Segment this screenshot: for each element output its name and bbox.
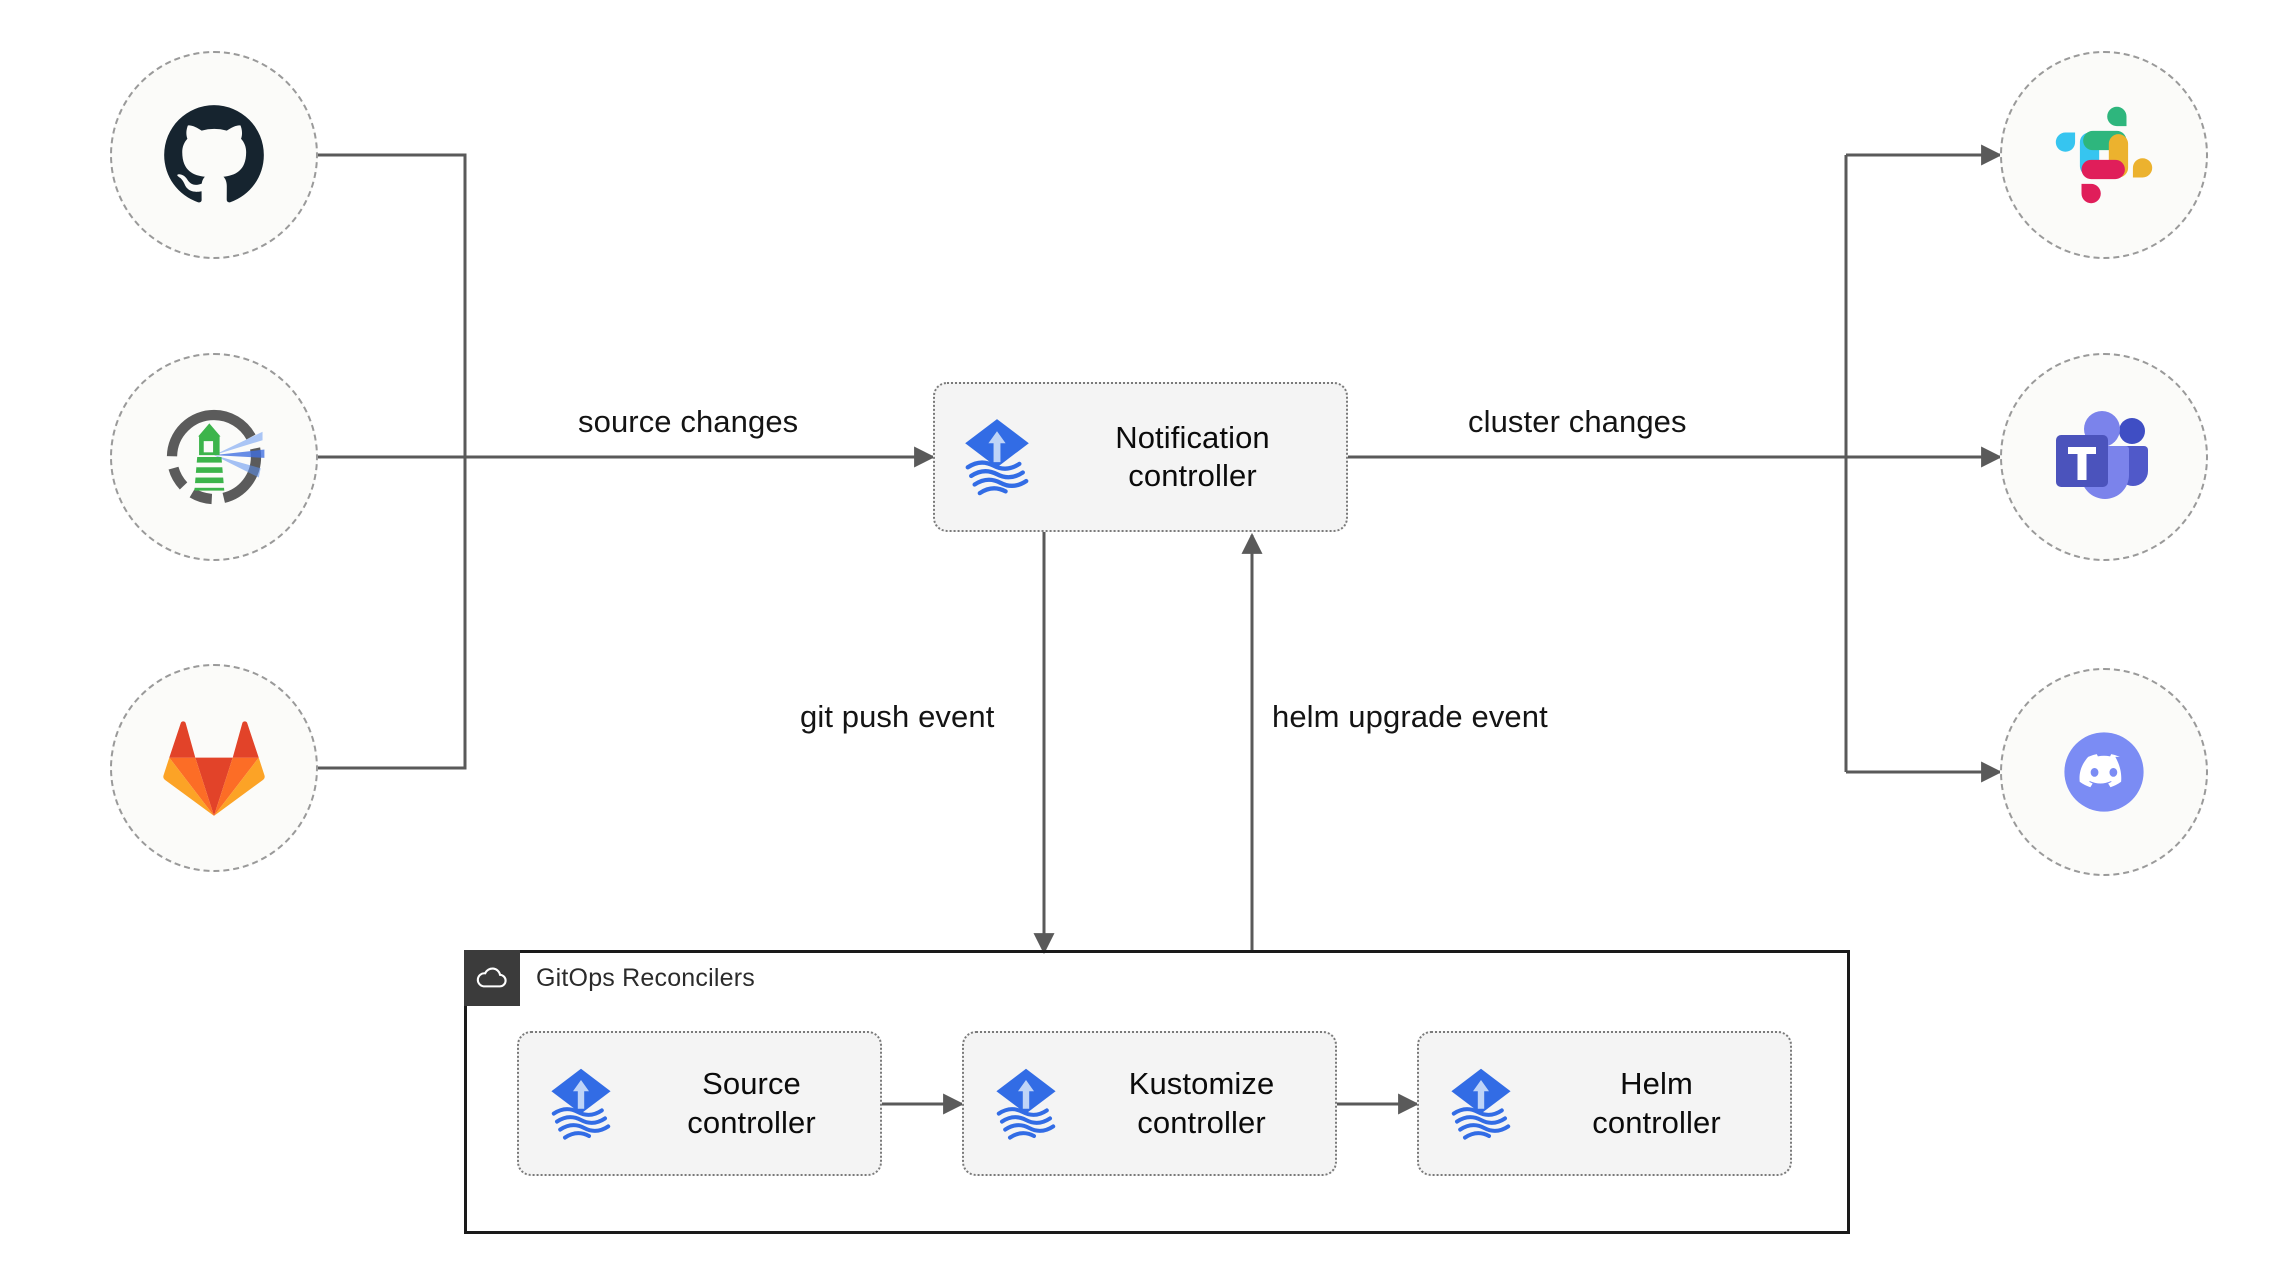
edge-label-cluster-changes: cluster changes xyxy=(1468,404,1687,439)
edge-label-source-changes: source changes xyxy=(578,404,799,439)
flux-logo-icon xyxy=(945,414,1049,500)
source-node-github[interactable] xyxy=(110,51,318,259)
notification-controller-box[interactable]: Notification controller xyxy=(933,382,1348,532)
discord-icon xyxy=(2050,718,2158,826)
cloud-icon xyxy=(464,950,520,1006)
kustomize-controller-box[interactable]: Kustomize controller xyxy=(962,1031,1337,1176)
flux-logo-icon xyxy=(974,1064,1078,1144)
slack-icon xyxy=(2055,106,2153,204)
source-controller-label: Source controller xyxy=(687,1066,816,1140)
edge-label-helm-upgrade-event: helm upgrade event xyxy=(1272,699,1548,734)
edge-label-git-push-event: git push event xyxy=(800,699,995,734)
gitops-reconcilers-header: GitOps Reconcilers xyxy=(464,950,755,1006)
source-node-gitlab[interactable] xyxy=(110,664,318,872)
source-node-flux[interactable] xyxy=(110,353,318,561)
github-icon xyxy=(162,103,266,207)
gitlab-icon xyxy=(162,716,266,820)
gitops-reconcilers-title: GitOps Reconcilers xyxy=(536,963,755,992)
destination-node-discord[interactable] xyxy=(2000,668,2208,876)
helm-controller-label: Helm controller xyxy=(1592,1066,1721,1140)
teams-icon xyxy=(2052,405,2156,509)
kustomize-controller-label: Kustomize controller xyxy=(1128,1066,1275,1140)
flux-logo-icon xyxy=(1429,1064,1533,1144)
flux-logo-icon xyxy=(529,1064,633,1144)
source-controller-box[interactable]: Source controller xyxy=(517,1031,882,1176)
destination-node-teams[interactable] xyxy=(2000,353,2208,561)
destination-node-slack[interactable] xyxy=(2000,51,2208,259)
helm-controller-box[interactable]: Helm controller xyxy=(1417,1031,1792,1176)
notification-controller-label: Notification controller xyxy=(1115,419,1270,493)
gitops-reconcilers-group xyxy=(464,950,1850,1234)
lighthouse-icon xyxy=(158,401,270,513)
